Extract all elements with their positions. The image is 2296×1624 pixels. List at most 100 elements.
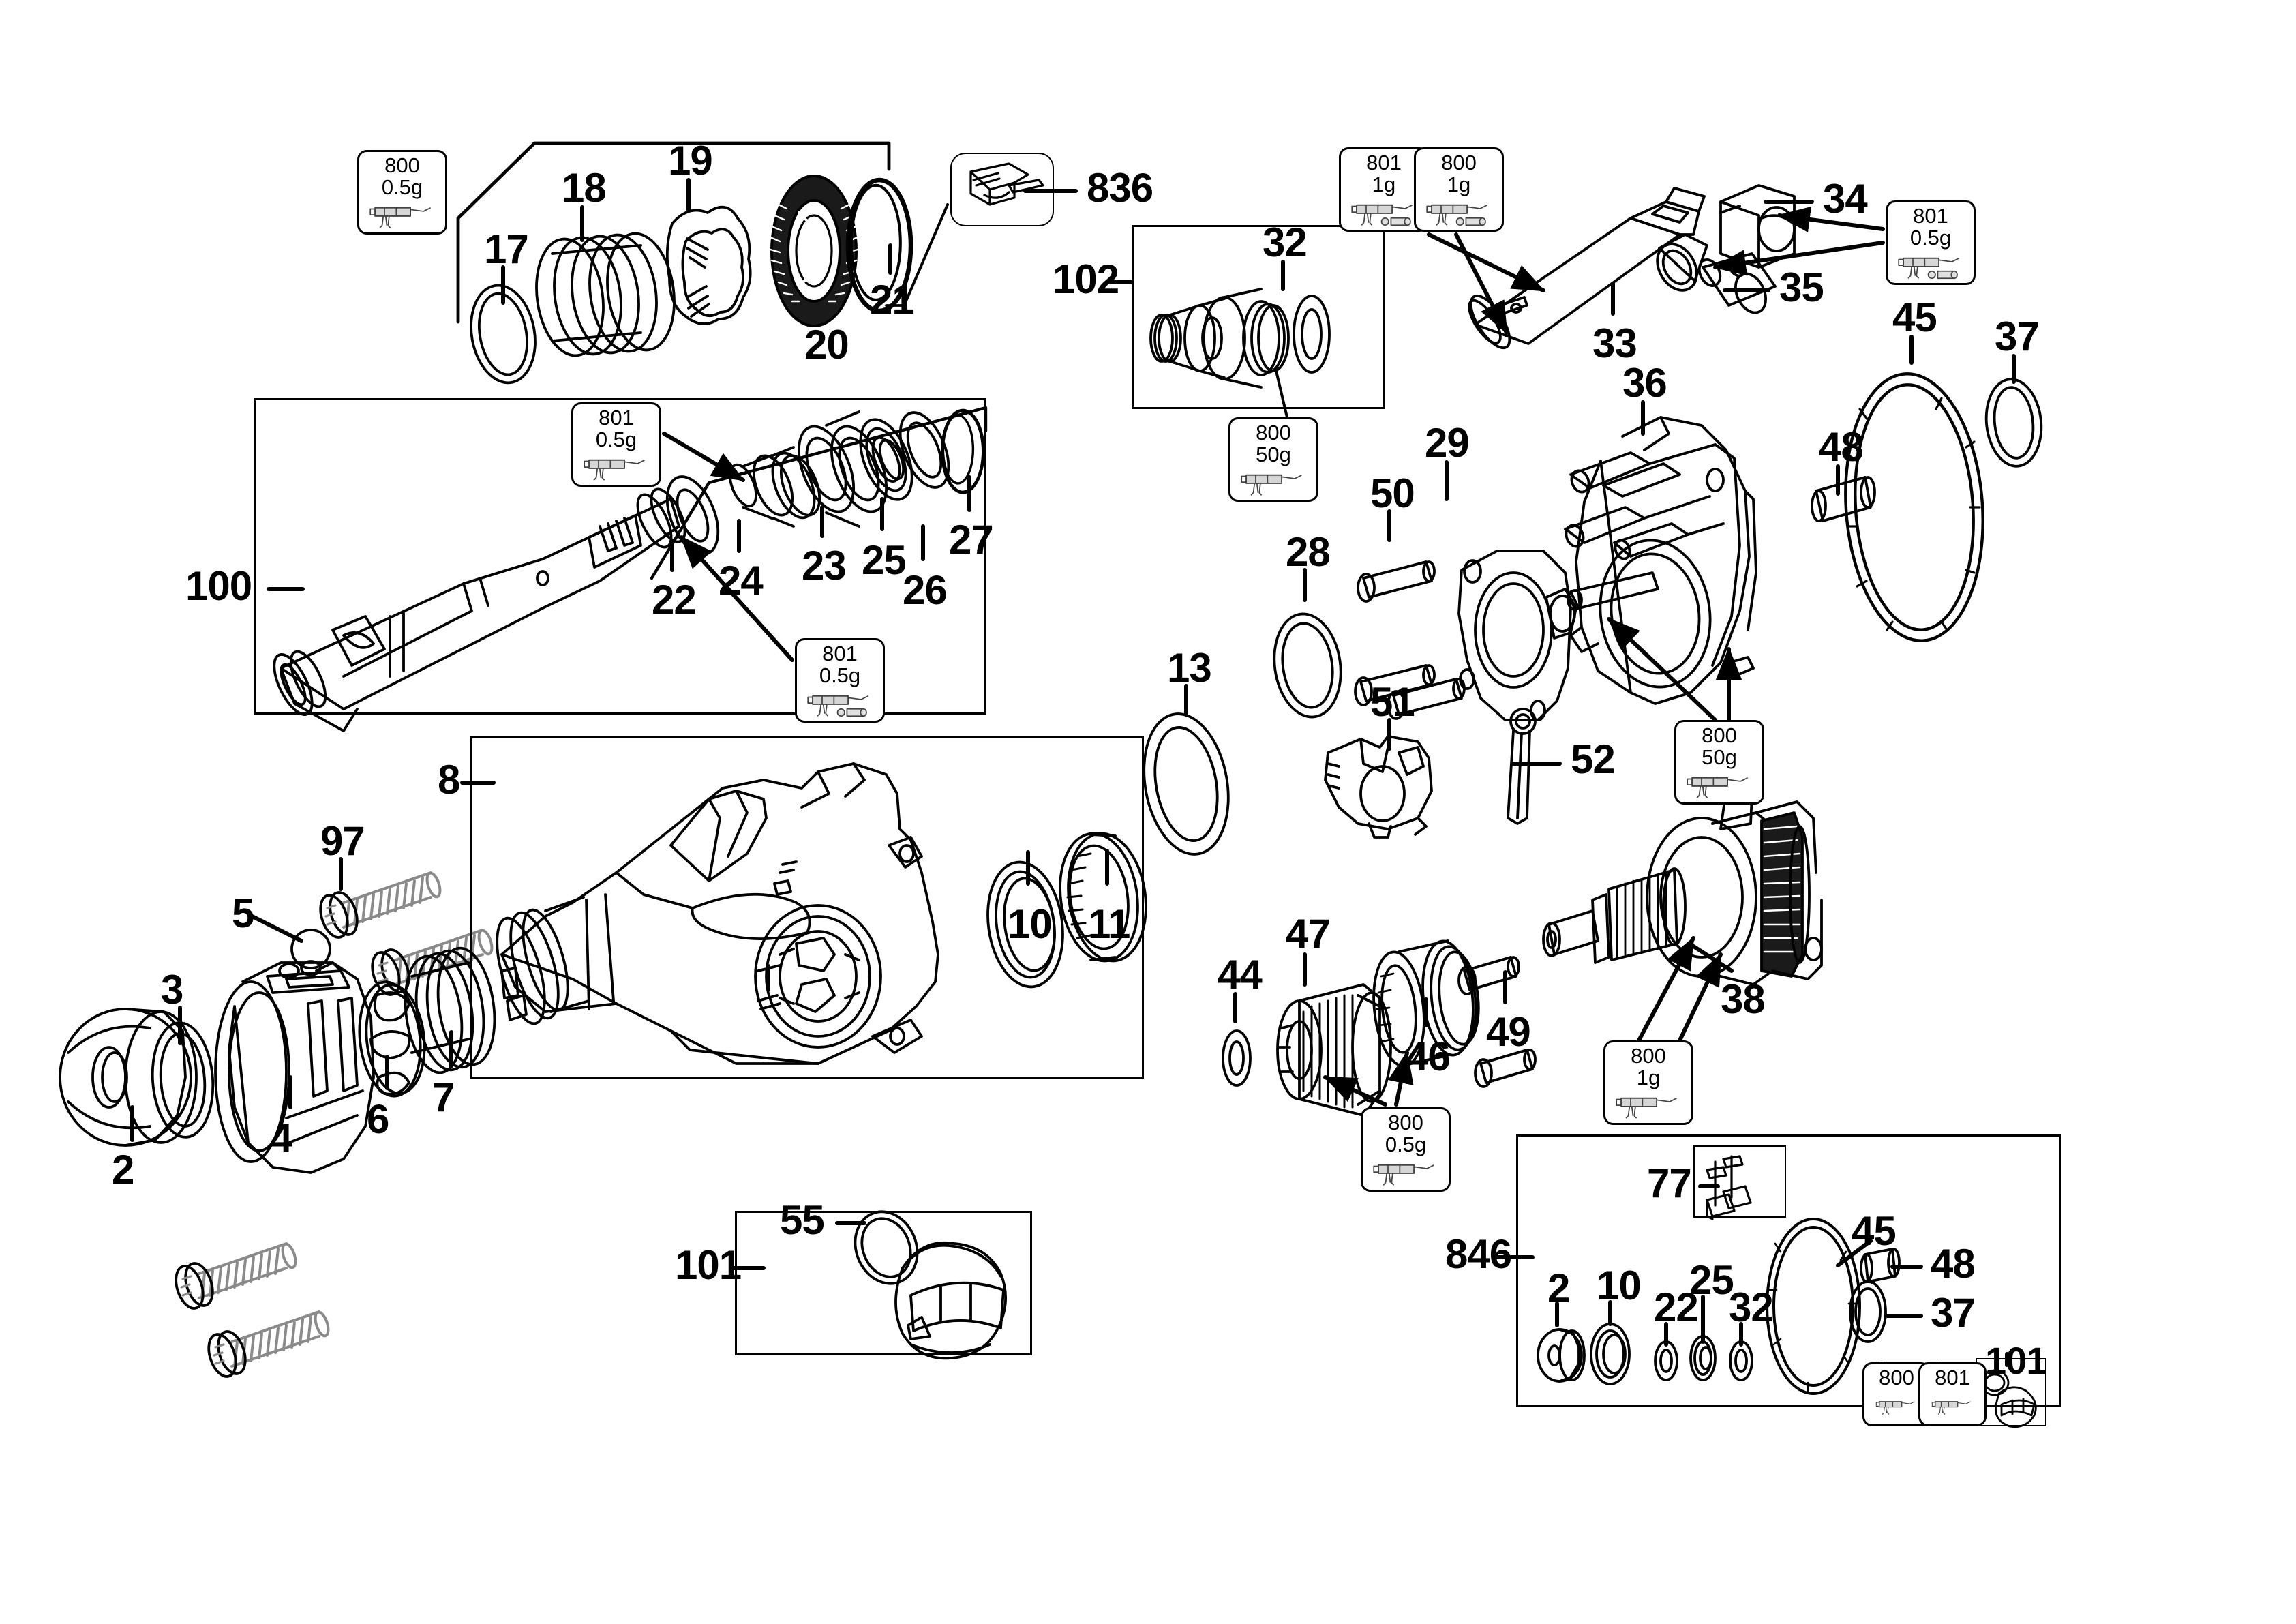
part-callout-38: 38: [1721, 976, 1766, 1022]
grease-weight: 0.5g: [1909, 226, 1952, 250]
part-callout-25: 25: [1689, 1257, 1734, 1303]
grease-code: 800: [1631, 1044, 1666, 1068]
part-callout-48: 48: [1931, 1241, 1976, 1287]
assembly-frame-101: [735, 1211, 1032, 1355]
grease-gun-icon: [807, 695, 868, 717]
part-callout-51: 51: [1370, 679, 1415, 725]
part-callout-25: 25: [862, 537, 907, 583]
assembly-frame-846: [1516, 1134, 2061, 1407]
part-callout-45: 45: [1852, 1208, 1897, 1254]
grease-code: 800: [1702, 723, 1737, 747]
grease-weight: 50g: [1702, 745, 1737, 770]
grease-weight: 0.5g: [381, 175, 423, 200]
part-callout-846: 846: [1445, 1231, 1512, 1277]
grease-code: 800: [384, 153, 420, 177]
part-callout-55: 55: [780, 1197, 825, 1243]
part-callout-101: 101: [1985, 1339, 2047, 1382]
part-callout-20: 20: [804, 322, 849, 367]
part-callout-13: 13: [1167, 645, 1212, 691]
part-callout-37: 37: [1931, 1290, 1976, 1336]
grease-code: 801: [822, 642, 858, 665]
part-callout-97: 97: [320, 818, 365, 864]
part-callout-32: 32: [1729, 1284, 1774, 1330]
part-callout-18: 18: [562, 165, 607, 211]
grease-code: 800: [1388, 1111, 1423, 1134]
part-callout-49: 49: [1486, 1009, 1531, 1055]
part-callout-21: 21: [870, 277, 915, 322]
part-callout-26: 26: [903, 567, 948, 613]
grease-weight: 0.5g: [1385, 1132, 1427, 1157]
part-callout-37: 37: [1995, 314, 2040, 359]
grease-gun-icon: [1373, 1164, 1434, 1186]
part-callout-22: 22: [652, 577, 697, 622]
assembly-frame-102: [1132, 225, 1385, 409]
icon-frame-836: [950, 153, 1054, 226]
part-callout-47: 47: [1286, 911, 1331, 957]
grease-code: 800: [1879, 1366, 1914, 1389]
part-callout-4: 4: [270, 1115, 292, 1161]
grease-gun-icon: [1687, 777, 1748, 799]
part-callout-45: 45: [1892, 295, 1937, 340]
part-callout-36: 36: [1622, 360, 1667, 406]
assembly-frame-100: [254, 398, 986, 715]
grease-gun-icon: [1351, 205, 1413, 226]
grease-weight: 1g: [1372, 172, 1396, 197]
part-callout-46: 46: [1406, 1034, 1451, 1079]
grease-gun-icon: [1898, 258, 1959, 280]
part-callout-33: 33: [1592, 320, 1637, 366]
part-callout-77: 77: [1647, 1160, 1692, 1206]
part-callout-24: 24: [719, 558, 764, 603]
part-callout-3: 3: [161, 967, 183, 1012]
part-callout-2: 2: [1547, 1265, 1570, 1311]
part-callout-44: 44: [1218, 952, 1263, 997]
part-callout-22: 22: [1654, 1284, 1699, 1330]
part-callout-6: 6: [367, 1096, 389, 1142]
grease-weight: 1g: [1636, 1066, 1661, 1090]
part-callout-10: 10: [1008, 901, 1053, 947]
part-callout-102: 102: [1053, 256, 1119, 302]
part-callout-35: 35: [1779, 265, 1824, 310]
part-callout-836: 836: [1087, 165, 1153, 211]
part-callout-2: 2: [112, 1147, 134, 1192]
grease-gun-icon: [1241, 475, 1302, 496]
part-callout-17: 17: [484, 226, 529, 272]
grease-gun-icon: [1616, 1098, 1677, 1119]
part-callout-10: 10: [1597, 1263, 1642, 1308]
grease-spec-box-801: 801: [1918, 1362, 1987, 1426]
part-callout-5: 5: [232, 890, 254, 936]
grease-gun-icon: [369, 207, 431, 229]
part-callout-8: 8: [438, 757, 460, 802]
grease-code: 801: [1935, 1366, 1970, 1389]
part-callout-29: 29: [1425, 420, 1470, 466]
part-callout-27: 27: [949, 517, 994, 562]
grease-weight: 50g: [1256, 442, 1291, 467]
grease-weight: 0.5g: [595, 427, 637, 452]
grease-gun-icon: [1931, 1401, 1971, 1415]
grease-code: 801: [599, 406, 634, 430]
part-callout-48: 48: [1819, 424, 1864, 470]
part-callout-50: 50: [1370, 470, 1415, 516]
part-callout-23: 23: [802, 543, 847, 588]
part-callout-101: 101: [675, 1242, 742, 1288]
grease-weight: 0.5g: [819, 663, 861, 688]
grease-code: 801: [1913, 204, 1948, 228]
grease-gun-icon: [1875, 1401, 1915, 1415]
grease-code: 801: [1366, 151, 1402, 175]
part-callout-100: 100: [185, 563, 252, 609]
grease-gun-icon: [1426, 205, 1487, 226]
part-callout-28: 28: [1286, 529, 1331, 575]
grease-weight: 1g: [1447, 172, 1471, 197]
part-callout-32: 32: [1263, 220, 1308, 265]
part-callout-11: 11: [1088, 901, 1130, 947]
